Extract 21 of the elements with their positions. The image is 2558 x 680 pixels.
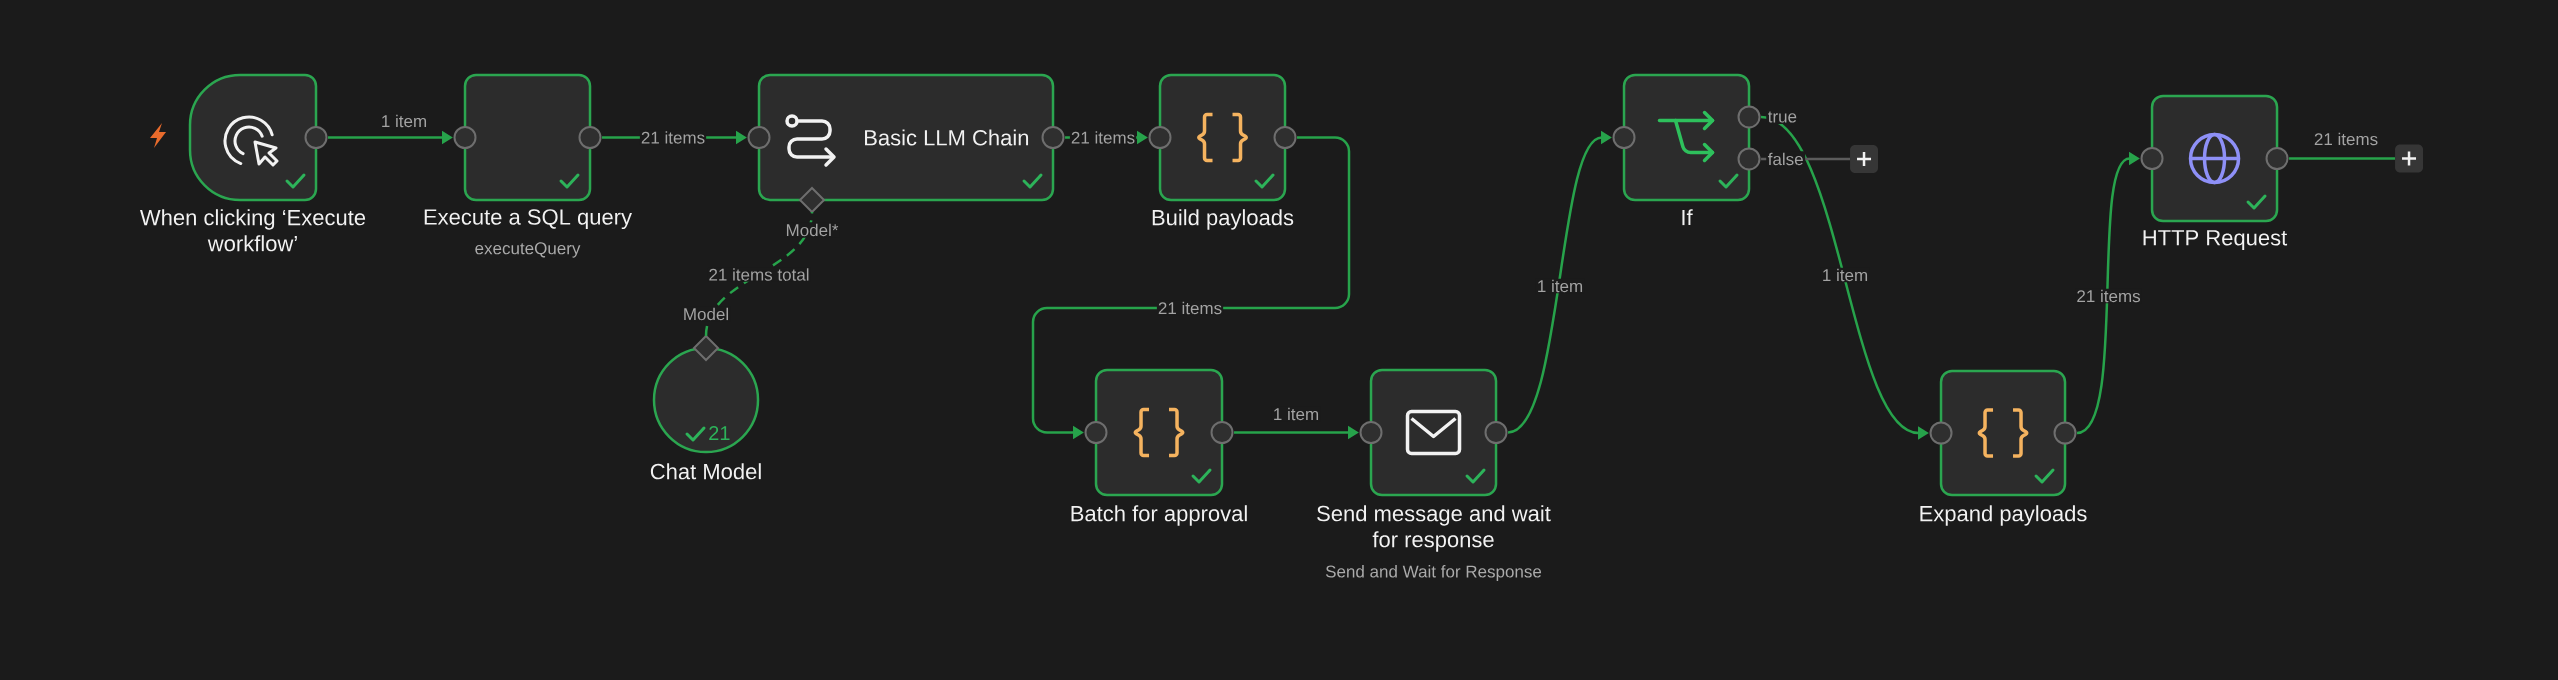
node-title: If [1682,209,1693,226]
node-title: HTTP Request [2143,230,2288,250]
node-title: Batch for approval [1071,505,1247,526]
edge-label: 21 items [1069,130,1137,145]
node-subtitle: executeQuery [475,242,581,258]
node-title: Expand payloads [1920,505,2087,526]
node-title: Send message and wait for response [1317,505,1551,552]
node-subtitle: Send and Wait for Response [1325,565,1542,581]
connector-line [704,211,814,337]
port-label: Model* [784,222,840,238]
port-label: Model [681,306,731,322]
node-title: Execute a SQL query [424,209,632,230]
node-title: Chat Model [650,463,761,480]
port-label: false [1766,151,1806,167]
edge-label: 21 items [639,130,707,145]
node-title: When clicking ‘Execute workflow’ [140,209,366,252]
node-title: Build payloads [1152,209,1294,230]
connector-line [2289,157,2396,160]
edge-label: 21 items total [707,267,811,282]
item-count: 21 [709,426,730,440]
node-title: Basic LLM Chain [865,129,1029,146]
